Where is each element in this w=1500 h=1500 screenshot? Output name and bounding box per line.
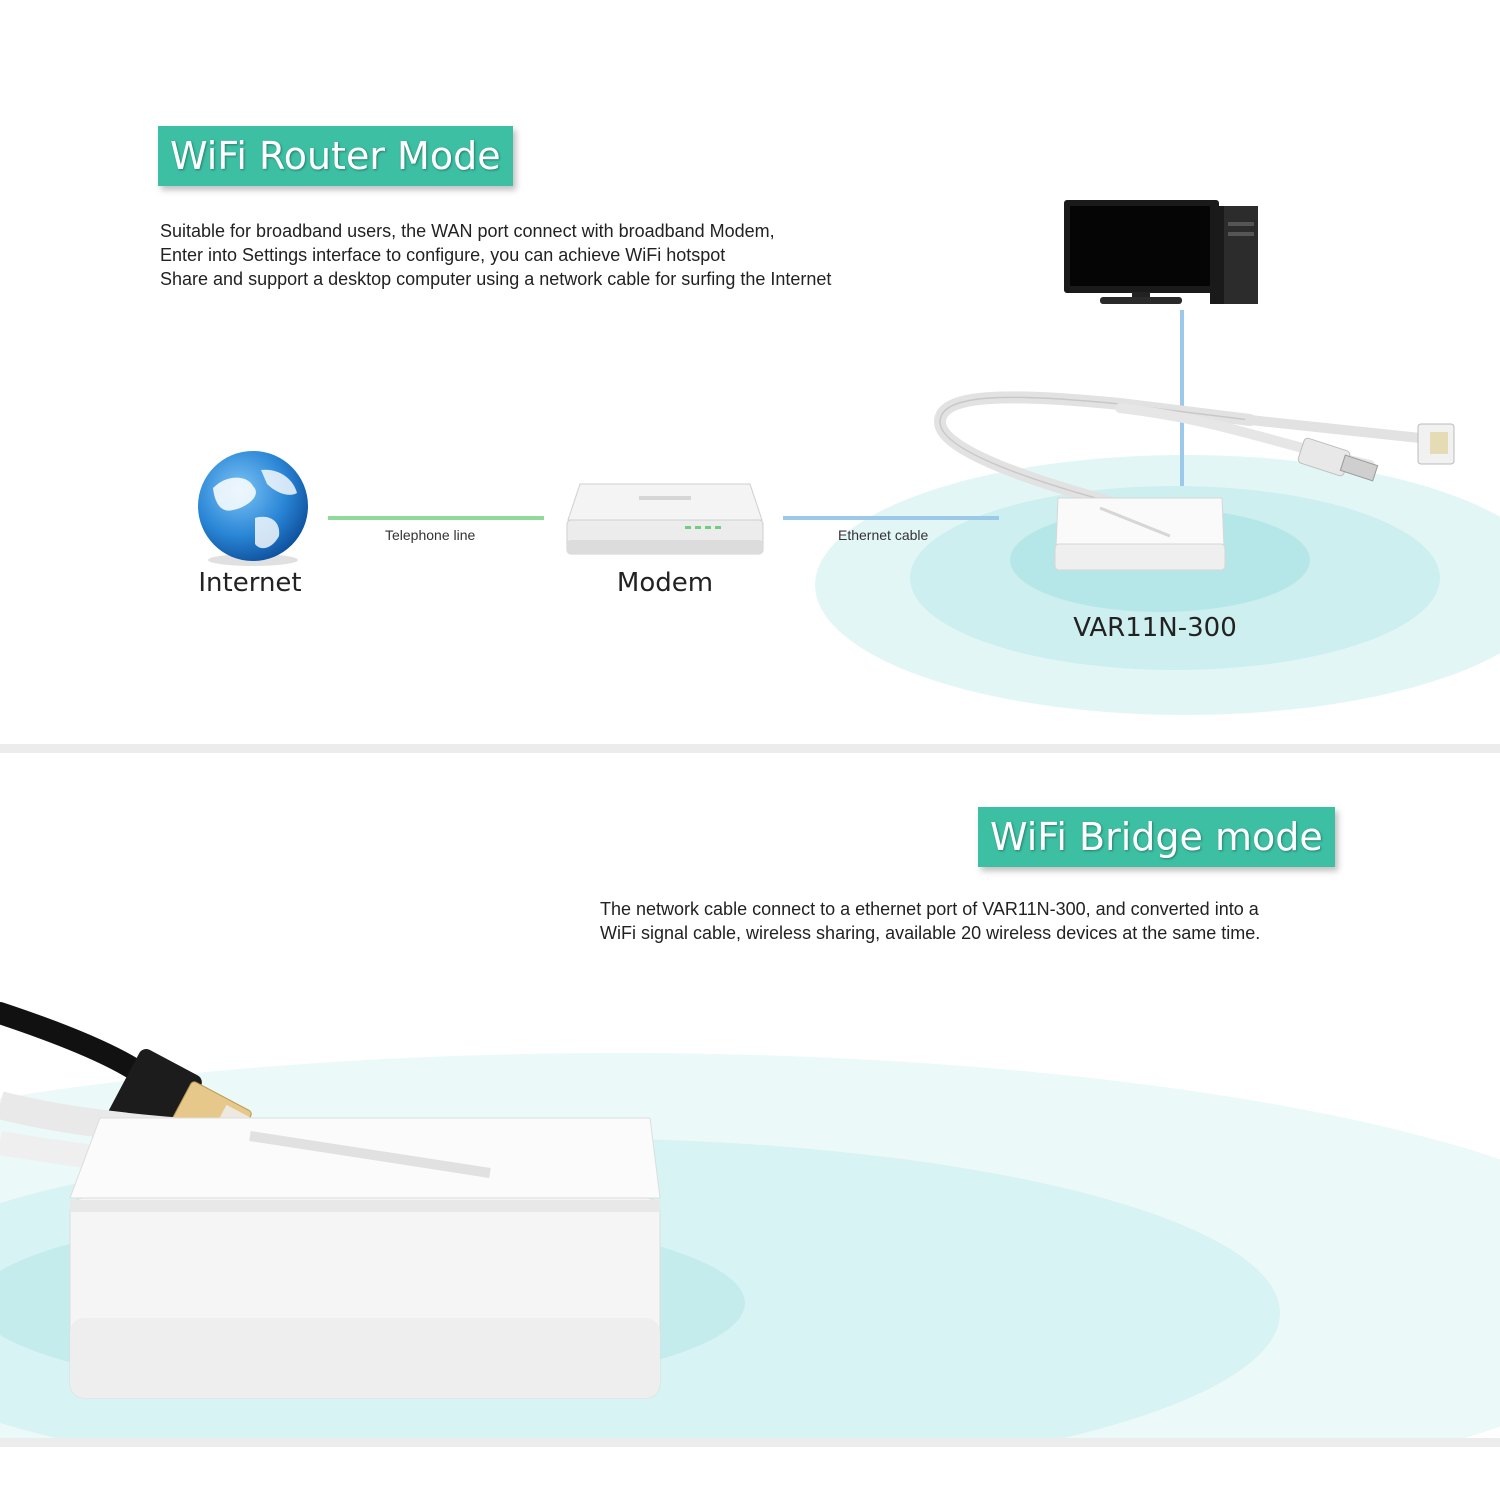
description-line: The network cable connect to a ethernet … bbox=[600, 899, 1259, 919]
desktop-cable bbox=[1180, 310, 1184, 486]
router-device-icon bbox=[69, 1117, 661, 1399]
telephone-line-label: Telephone line bbox=[385, 527, 476, 543]
modem-icon bbox=[566, 483, 764, 555]
globe-icon bbox=[198, 451, 308, 566]
router-device-icon bbox=[1054, 497, 1226, 571]
router-mode-section: WiFi Router Mode Suitable for broadband … bbox=[0, 0, 1500, 744]
router-mode-description: Suitable for broadband users, the WAN po… bbox=[160, 219, 831, 291]
desktop-computer-icon bbox=[1064, 200, 1258, 304]
device-cables bbox=[933, 391, 1455, 508]
description-line: Suitable for broadband users, the WAN po… bbox=[160, 221, 775, 241]
bridge-mode-description: The network cable connect to a ethernet … bbox=[600, 897, 1260, 945]
ethernet-cable-line bbox=[783, 516, 999, 520]
device-label: VAR11N-300 bbox=[1073, 613, 1237, 643]
internet-label: Internet bbox=[198, 568, 302, 598]
wifi-signal-glow bbox=[815, 455, 1500, 715]
bridge-mode-section: WiFi Bridge mode The network cable conne… bbox=[0, 753, 1500, 1438]
section-divider bbox=[0, 1438, 1500, 1447]
ethernet-cable-label: Ethernet cable bbox=[838, 527, 929, 543]
description-line: Enter into Settings interface to configu… bbox=[160, 245, 726, 265]
modem-label: Modem bbox=[616, 568, 714, 598]
router-mode-title: WiFi Router Mode bbox=[158, 126, 513, 186]
bridge-mode-title: WiFi Bridge mode bbox=[978, 807, 1335, 867]
telephone-line bbox=[328, 516, 544, 520]
description-line: Share and support a desktop computer usi… bbox=[160, 269, 832, 289]
section-divider bbox=[0, 744, 1500, 753]
description-line: WiFi signal cable, wireless sharing, ava… bbox=[600, 923, 1261, 943]
